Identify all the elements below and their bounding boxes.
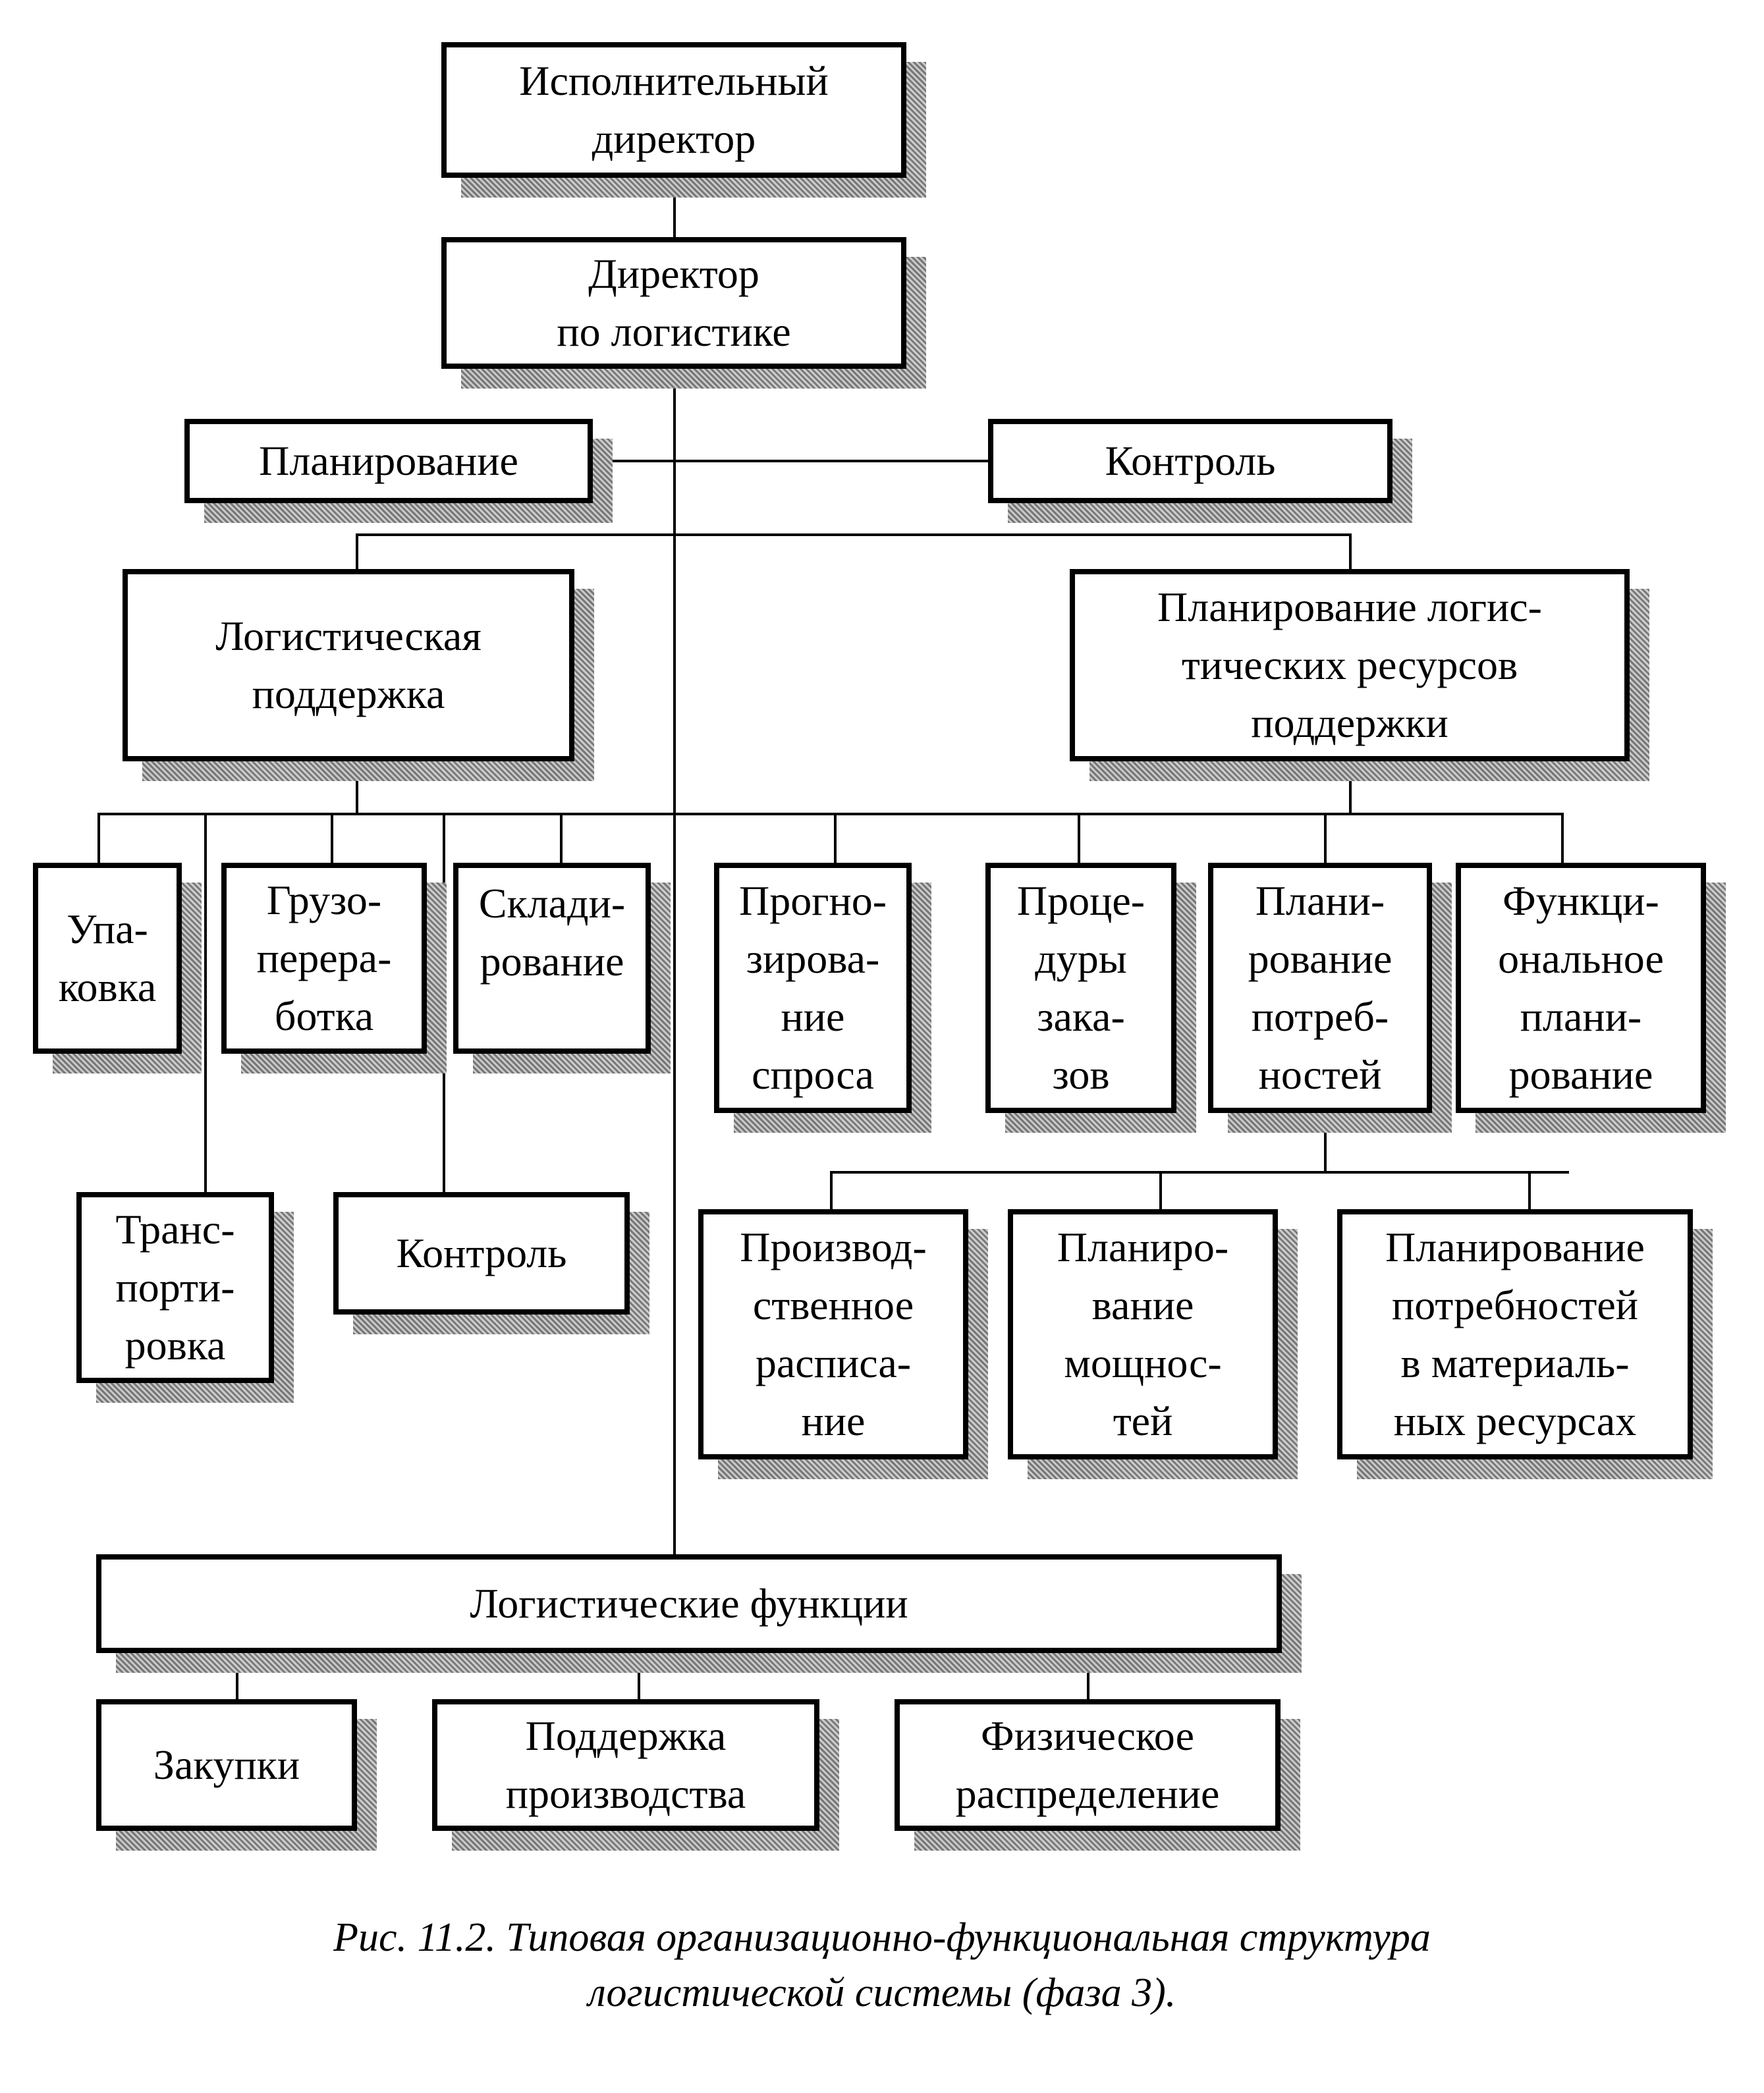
connector [830,1171,1569,1174]
connector [1349,533,1352,570]
node-logistic-support: Логистическая поддержка [123,569,574,761]
node-transportation: Транс- порти- ровка [76,1192,274,1383]
connector [1528,1171,1531,1210]
figure-caption: Рис. 11.2. Типовая организационно-функци… [333,1915,1431,2015]
connector [1324,813,1327,865]
node-needs-planning: Плани- рование потреб- ностей [1208,863,1432,1113]
node-demand-forecasting: Прогно- зирова- ние спроса [714,863,912,1113]
node-planning: Планирование [184,419,593,503]
node-control-support: Контроль [333,1192,630,1315]
node-material-planning: Планирование потребностей в материаль- н… [1337,1209,1693,1459]
connector [356,533,1352,536]
connector [331,813,333,865]
node-purchasing: Закупки [96,1699,357,1831]
connector [1078,813,1080,865]
node-logistics-director: Директор по логистике [441,237,906,369]
node-control-top: Контроль [988,419,1392,503]
node-resource-planning: Планирование логис- тических ресурсов по… [1070,569,1630,761]
connector [1349,761,1352,814]
node-cargo-handling: Грузо- перера- ботка [221,863,427,1054]
node-warehousing: Склади- рование [453,863,651,1054]
connector [834,813,837,865]
connector [560,813,563,865]
connector [1561,813,1564,865]
node-order-procedures: Проце- дуры зака- зов [985,863,1176,1113]
node-physical-distribution: Физическое распределение [895,1699,1281,1831]
connector [97,813,1562,815]
node-packaging: Упа- ковка [33,863,182,1054]
connector [356,761,358,814]
connector [97,813,100,865]
connector [830,1171,833,1210]
connector [673,178,676,1554]
node-capacity-planning: Планиро- вание мощнос- тей [1008,1209,1278,1459]
node-production-support: Поддержка производства [432,1699,819,1831]
connector [593,460,988,462]
node-exec-director: Исполнительный директор [441,42,906,178]
connector [1324,1133,1327,1172]
node-functional-planning: Функци- ональное плани- рование [1456,863,1706,1113]
node-production-schedule: Производ- ственное расписа- ние [698,1209,968,1459]
connector [204,813,207,1195]
node-logistic-functions: Логистические функции [96,1554,1282,1653]
connector [1159,1171,1162,1210]
connector [356,533,358,570]
